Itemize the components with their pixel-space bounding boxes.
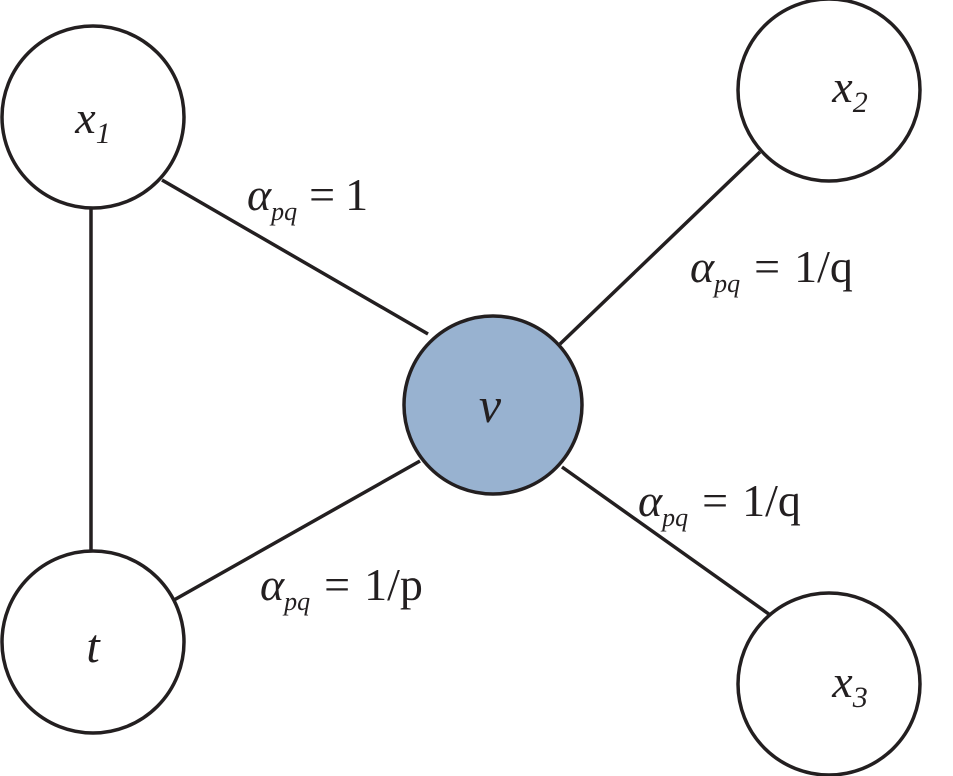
node-x2: x2 [736, 0, 922, 183]
node-v: v [402, 314, 584, 496]
node-x2-label: x2 [831, 61, 867, 119]
node-t-label: t [86, 620, 101, 673]
node-x3-circle [736, 591, 922, 776]
edge-label-v-x1: αpq=1 [247, 169, 368, 226]
node-x3: x3 [736, 591, 922, 776]
node-v-label: v [479, 377, 502, 433]
edge-x1-v [161, 178, 429, 336]
node-x1-label: x1 [74, 92, 110, 150]
node-t: t [0, 549, 186, 735]
node-x1-circle [0, 24, 186, 210]
node-t-circle [0, 549, 186, 735]
node-v-circle [402, 314, 584, 496]
node-x1: x1 [0, 24, 186, 210]
edge-x2-v [558, 150, 762, 346]
edge-label-v-t: αpq=1/p [260, 559, 423, 616]
node-x2-circle [736, 0, 922, 183]
edge-x3-v [560, 465, 775, 619]
node-x3-label: x3 [831, 656, 867, 714]
edge-label-v-x2: αpq=1/q [690, 241, 853, 298]
edge-label-v-x3: αpq=1/q [638, 475, 801, 532]
edge-t-v [173, 459, 421, 602]
